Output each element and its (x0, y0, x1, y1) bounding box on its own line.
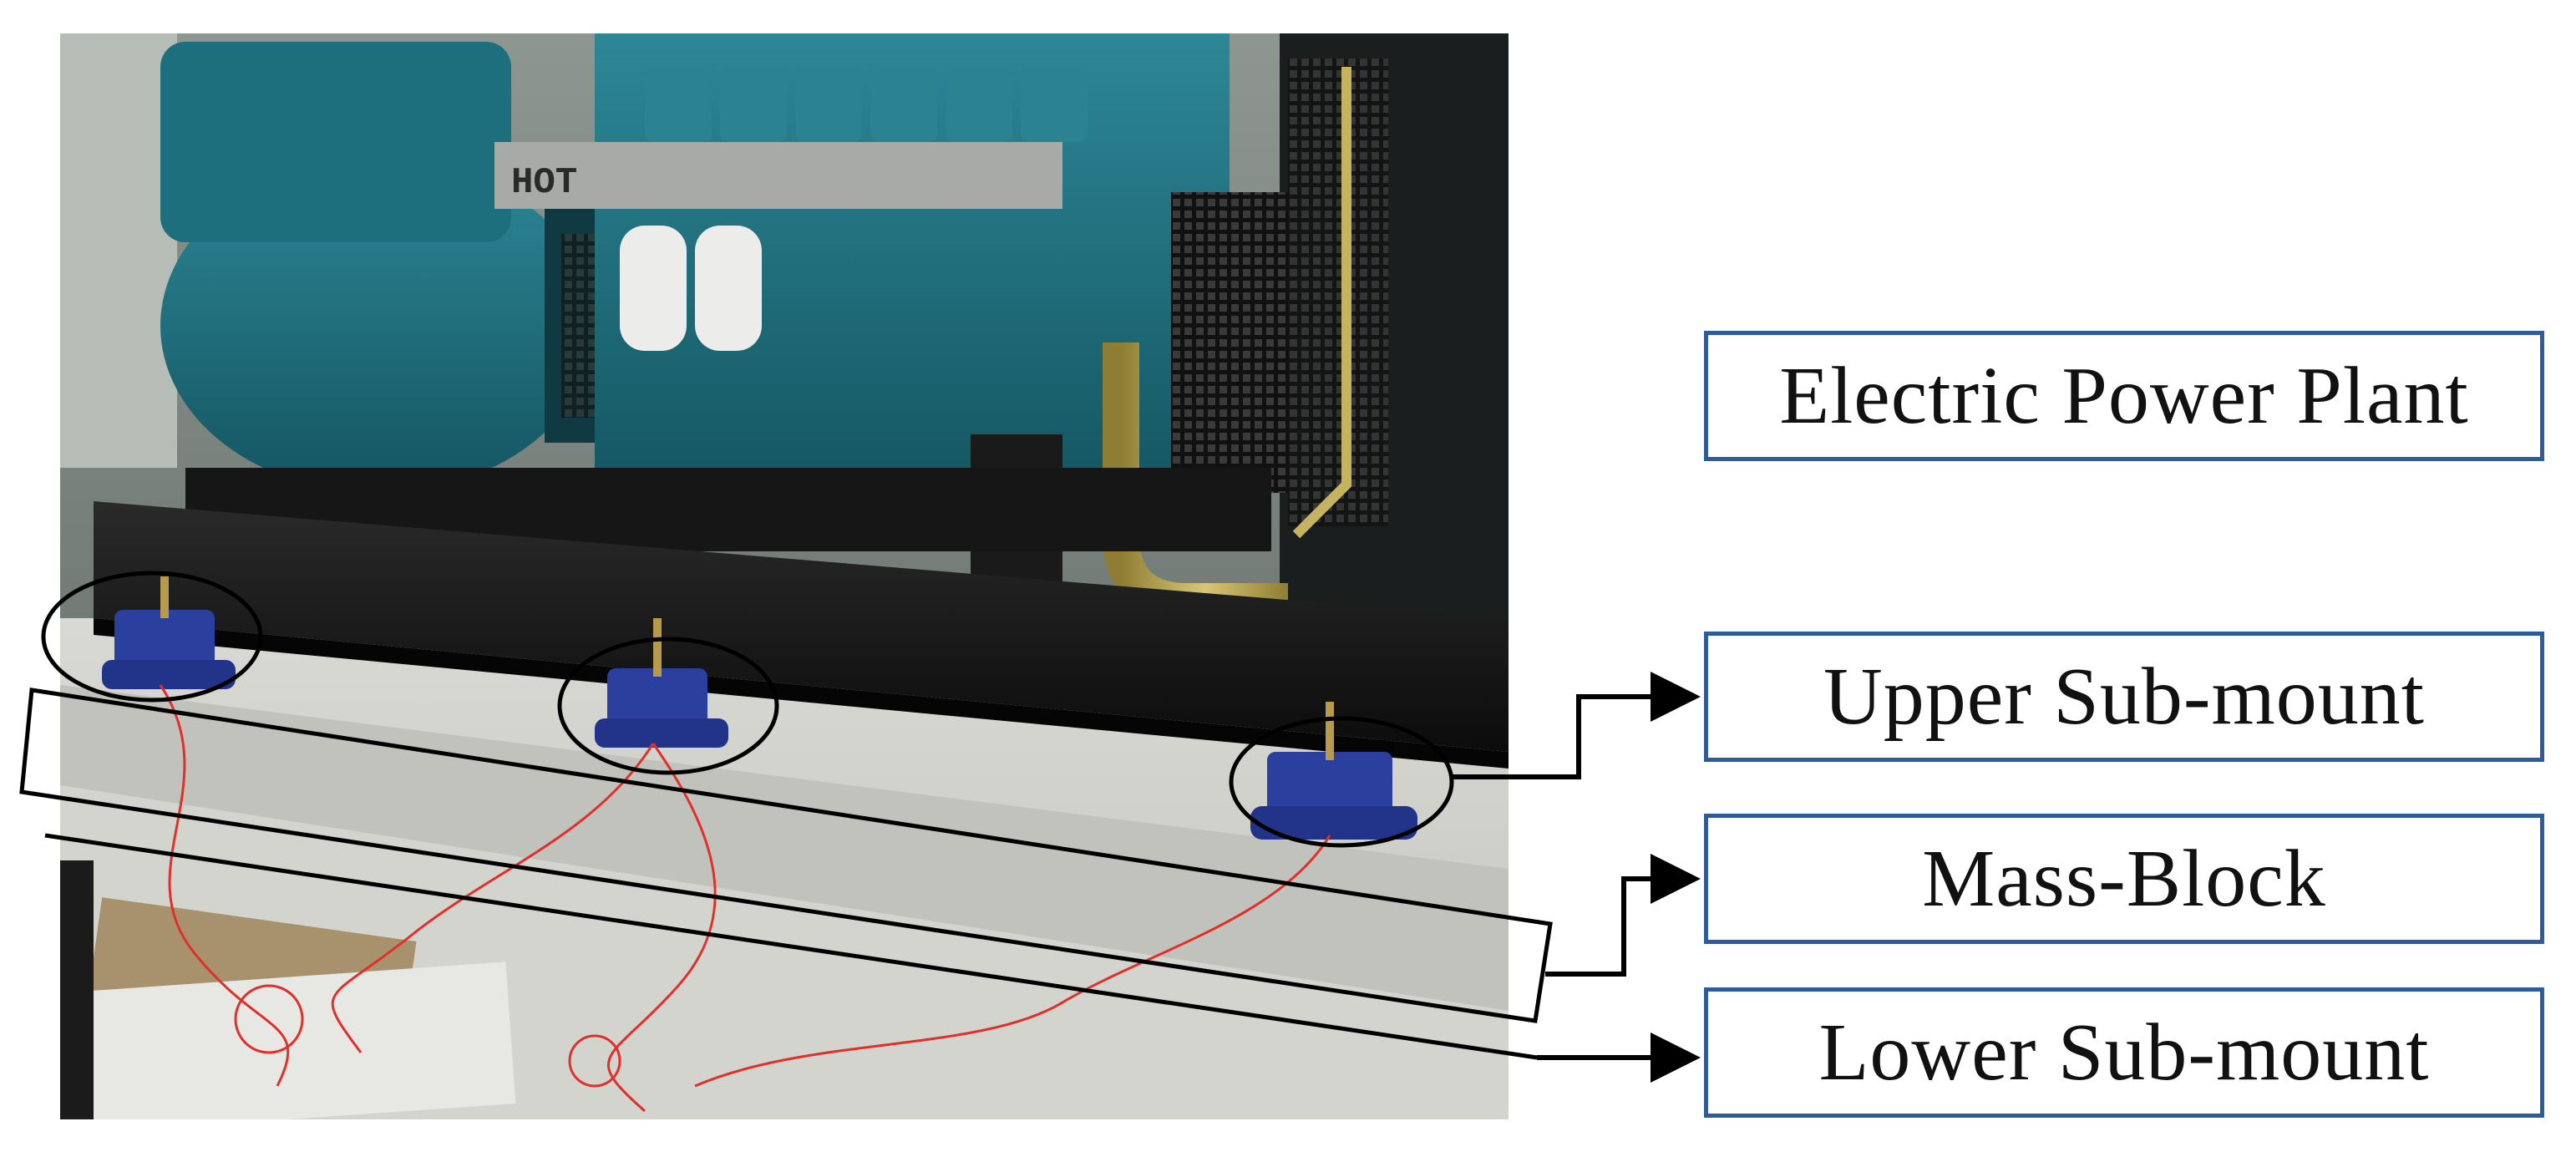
valve-covers (645, 67, 1088, 142)
highlight-ellipse-left-mount (41, 571, 263, 703)
highlight-ellipse-right-mount (1229, 716, 1454, 848)
label-mass-block-text: Mass-Block (1922, 834, 2326, 924)
engine-side-grille (1171, 192, 1288, 493)
mass-block-arrow (1545, 854, 1701, 977)
steel-base-frame (94, 501, 1509, 752)
label-upper-sub-mount-text: Upper Sub-mount (1823, 652, 2425, 742)
alternator-top (160, 42, 511, 242)
frame-underside (94, 618, 1509, 769)
upper-sub-mount-arrow (1452, 672, 1701, 779)
sensor-wires (159, 684, 1331, 1113)
label-lower-sub-mount: Lower Sub-mount (1704, 987, 2544, 1118)
label-mass-block: Mass-Block (1704, 814, 2544, 944)
label-lower-sub-mount-text: Lower Sub-mount (1818, 1007, 2430, 1098)
lower-sub-mount-line (44, 833, 1538, 1060)
label-electric-power-plant: Electric Power Plant (1704, 331, 2544, 461)
mass-block-outline (19, 688, 1553, 1023)
left-building-panel (60, 33, 177, 468)
photo-scene: HOT (60, 33, 1509, 1119)
thin-pipe (1292, 67, 1351, 539)
vibration-mount-center (595, 618, 728, 748)
generator-test-photo: HOT (60, 33, 1509, 1119)
mass-block-face (60, 685, 1509, 1011)
heat-shield-plate (494, 142, 1062, 209)
label-electric-power-plant-text: Electric Power Plant (1779, 351, 2469, 441)
label-upper-sub-mount: Upper Sub-mount (1704, 632, 2544, 762)
radiator-grille (1288, 58, 1388, 526)
oil-filters (620, 226, 762, 351)
highlight-ellipse-center-mount (557, 637, 779, 775)
laptop-screen-edge (60, 860, 94, 1119)
hot-stencil: HOT (511, 162, 577, 204)
vibration-mount-right (1250, 702, 1417, 840)
vibration-mount-left (102, 576, 236, 689)
